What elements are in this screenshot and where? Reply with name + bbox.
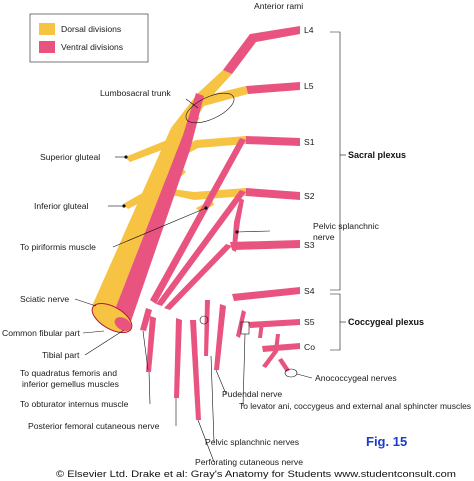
anococcygeal-twig xyxy=(278,358,290,372)
quadratus-label-1: To quadratus femoris and xyxy=(20,368,117,378)
s1-dorsal xyxy=(160,136,246,164)
sacral-plexus-bracket xyxy=(330,31,341,291)
superior-gluteal-nerve xyxy=(125,114,200,162)
leader-line xyxy=(84,329,125,356)
leader-line xyxy=(82,330,105,334)
legend-label-dorsal: Dorsal divisions xyxy=(61,24,121,34)
s4-ventral-ramus xyxy=(232,287,300,301)
leader-line xyxy=(112,207,207,248)
s1-ventral-ramus xyxy=(246,136,300,146)
leader-dot xyxy=(122,204,126,208)
l5-dorsal-branch xyxy=(196,86,248,106)
leader-line xyxy=(236,230,271,233)
leader-lines xyxy=(74,98,313,463)
sciatic-fibular-trunk xyxy=(92,128,183,317)
root-label-l5: L5 xyxy=(304,81,314,91)
root-label-s4: S4 xyxy=(304,286,315,296)
posterior-femoral-label: Posterior femoral cutaneous nerve xyxy=(28,421,160,431)
root-label-s3: S3 xyxy=(304,240,315,250)
common-fibular-label: Common fibular part xyxy=(2,328,80,338)
lumbosacral-outline xyxy=(185,92,235,124)
root-label-s5: S5 xyxy=(304,317,315,327)
leader-line xyxy=(242,333,246,407)
pelvic-splanchnic-label-2: nerve xyxy=(313,232,335,242)
figure-number: Fig. 15 xyxy=(366,434,407,449)
s2-to-tibial xyxy=(156,190,246,306)
perforating-cutaneous-branch xyxy=(190,320,201,420)
pudendal-branch xyxy=(214,304,226,370)
pudendal-marker xyxy=(199,315,209,325)
leader-line xyxy=(215,369,227,395)
root-label-s1: S1 xyxy=(304,137,315,147)
pelvic-splanchnic-label-1: Pelvic splanchnic xyxy=(313,221,380,231)
leader-line xyxy=(210,355,215,443)
quadratus-label-2: inferior gemellus muscles xyxy=(22,379,119,389)
s3-ventral-ramus xyxy=(230,240,300,250)
l4-ventral-ramus xyxy=(223,26,300,74)
l5-ventral-ramus xyxy=(246,82,300,94)
inferior-gluteal-label: Inferior gluteal xyxy=(34,201,89,211)
obturator-internus-branch xyxy=(146,316,156,372)
root-label-l4: L4 xyxy=(304,25,314,35)
pelvic-splanchnic-bottom-label: Pelvic splanchnic nerves xyxy=(205,437,299,447)
pudendal-label: Pudendal nerve xyxy=(222,389,282,399)
anococcygeal-marker xyxy=(284,368,298,378)
obturator-label: To obturator internus muscle xyxy=(20,399,129,409)
sciatic-nerve-label: Sciatic nerve xyxy=(20,294,69,304)
piriformis-label: To piriformis muscle xyxy=(20,242,96,252)
s1-to-tibial xyxy=(150,138,246,304)
sacral-plexus-label: Sacral plexus xyxy=(348,150,406,160)
anococcygeal-label: Anococcygeal nerves xyxy=(315,373,397,383)
lumbosacral-trunk-label: Lumbosacral trunk xyxy=(100,88,171,98)
coccygeal-plexus-label: Coccygeal plexus xyxy=(348,317,424,327)
s5-ventral-ramus xyxy=(248,319,300,328)
copyright-credit: © Elsevier Ltd. Drake et al: Gray's Anat… xyxy=(56,469,456,479)
legend-swatch-ventral xyxy=(39,41,55,53)
leader-line xyxy=(74,298,97,307)
pelvic-splanchnic-upper xyxy=(232,198,244,252)
anococcygeal-branch xyxy=(262,334,280,368)
legend-swatch-dorsal xyxy=(39,23,55,35)
s3-to-tibial xyxy=(164,244,232,310)
legend: Dorsal divisions Ventral divisions xyxy=(29,13,149,63)
leader-line xyxy=(148,371,151,405)
posterior-femoral-branch xyxy=(174,318,182,398)
pelvic-splanchnic-branch xyxy=(204,300,210,356)
levator-twig-2 xyxy=(258,322,264,338)
levator-label: To levator ani, coccygeus and external a… xyxy=(239,401,471,411)
root-label-s2: S2 xyxy=(304,191,315,201)
tibial-part-cut-end xyxy=(114,317,132,331)
leader-line xyxy=(296,373,313,379)
co-ventral-ramus xyxy=(262,343,300,352)
leader-dot xyxy=(204,206,208,210)
root-label-co: Co xyxy=(304,342,315,352)
leader-dot xyxy=(235,230,239,234)
leader-dot xyxy=(124,155,128,159)
sciatic-tibial-trunk xyxy=(112,93,204,330)
s2-ventral-ramus xyxy=(246,188,300,200)
ventral-divisions xyxy=(112,26,300,420)
legend-label-ventral: Ventral divisions xyxy=(61,42,123,52)
tibial-part-label: Tibial part xyxy=(42,350,80,360)
anterior-rami-label: Anterior rami xyxy=(254,1,303,11)
superior-gluteal-label: Superior gluteal xyxy=(40,152,100,162)
leader-line xyxy=(197,419,215,463)
leader-line xyxy=(185,98,199,109)
legend-box xyxy=(29,13,149,63)
coccygeal-plexus-bracket xyxy=(330,293,341,351)
perforating-label: Perforating cutaneous nerve xyxy=(195,457,303,467)
quadratus-femoris-branch xyxy=(140,308,152,331)
leader-line xyxy=(142,330,149,371)
